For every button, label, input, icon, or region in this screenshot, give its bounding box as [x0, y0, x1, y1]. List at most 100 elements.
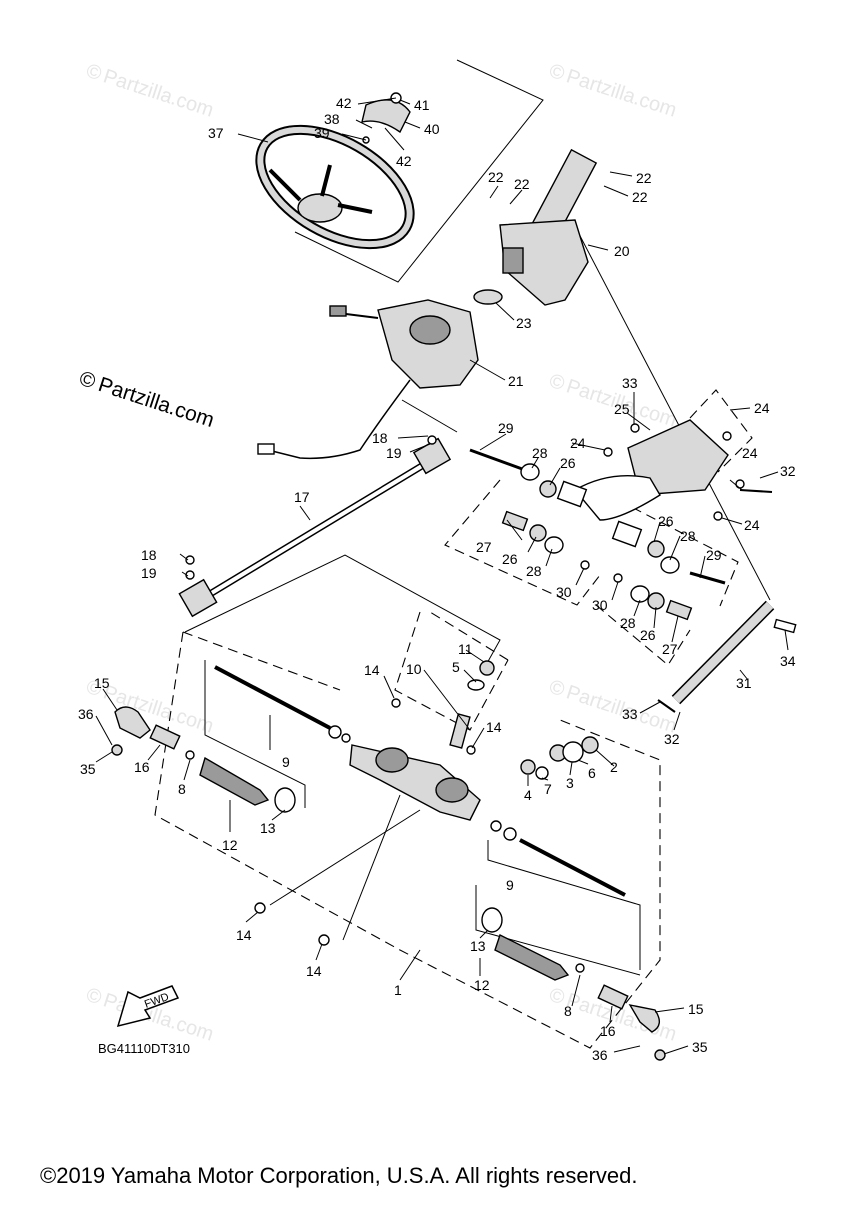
- callout-33: 33: [622, 706, 638, 722]
- diagram-code: BG41110DT310: [98, 1041, 190, 1056]
- callout-42: 42: [396, 153, 412, 169]
- steering-damper: [657, 600, 797, 713]
- callout-42: 42: [336, 95, 352, 111]
- callout-13: 13: [470, 938, 486, 954]
- eps-unit: [257, 289, 503, 460]
- callout-22: 22: [488, 169, 504, 185]
- callout-12: 12: [222, 837, 238, 853]
- callout-3: 3: [566, 775, 574, 791]
- pedal-bracket-dashed-outline: [689, 389, 753, 473]
- watermark-symbol: ©: [546, 370, 567, 396]
- watermark-symbol: ©: [546, 984, 567, 1010]
- callout-18: 18: [372, 430, 388, 446]
- callout-1: 1: [394, 982, 402, 998]
- callout-5: 5: [452, 659, 460, 675]
- horn-cover: [361, 92, 411, 144]
- callout-24: 24: [744, 517, 760, 533]
- rack-solid-frame: [184, 554, 501, 666]
- callout-36: 36: [592, 1047, 608, 1063]
- bushing-group-right-dashed: [617, 499, 739, 607]
- callout-9: 9: [506, 877, 514, 893]
- callout-24: 24: [742, 445, 758, 461]
- callout-19: 19: [386, 445, 402, 461]
- callout-20: 20: [614, 243, 630, 259]
- callout-4: 4: [524, 787, 532, 803]
- tie-rod-ends: [111, 706, 666, 1061]
- boots: [199, 756, 570, 981]
- callout-10: 10: [406, 661, 422, 677]
- callout-30: 30: [556, 584, 572, 600]
- callout-34: 34: [780, 653, 796, 669]
- callout-15: 15: [688, 1001, 704, 1017]
- callout-39: 39: [314, 125, 330, 141]
- rack-bolts: [254, 902, 330, 946]
- callout-14: 14: [236, 927, 252, 943]
- callout-23: 23: [516, 315, 532, 331]
- callout-26: 26: [658, 513, 674, 529]
- callout-14: 14: [486, 719, 502, 735]
- callout-8: 8: [178, 781, 186, 797]
- watermark-text: Partzilla.com: [95, 373, 216, 432]
- callout-26: 26: [640, 627, 656, 643]
- steering-column-upper: [499, 148, 598, 306]
- callout-11: 11: [458, 641, 473, 657]
- callout-15: 15: [94, 675, 110, 691]
- right-tie-rod-group-outline: [487, 840, 641, 970]
- pedal-bracket: [556, 419, 729, 548]
- rack-assembly-dashed-outline: [154, 631, 661, 1049]
- intermediate-shaft: [178, 437, 452, 618]
- steering-wheel: [255, 124, 415, 250]
- callout-28: 28: [620, 615, 636, 631]
- copyright-notice: ©2019 Yamaha Motor Corporation, U.S.A. A…: [40, 1163, 637, 1188]
- callout-28: 28: [680, 528, 696, 544]
- callout-32: 32: [780, 463, 796, 479]
- rack-mount-leader-a: [342, 794, 401, 941]
- callout-27: 27: [476, 539, 492, 555]
- callout-31: 31: [736, 675, 752, 691]
- bushing-group-lower-dashed: [595, 604, 691, 666]
- right-boot-group-outline: [475, 885, 641, 976]
- callout-9: 9: [282, 754, 290, 770]
- wheel-hub: [297, 193, 343, 223]
- bushings-washers: [185, 423, 773, 621]
- callout-30: 30: [592, 597, 608, 613]
- callout-28: 28: [526, 563, 542, 579]
- watermarks: ©Partzilla.com ©Partzilla.com ©Partzilla…: [83, 60, 679, 1046]
- fwd-arrow-icon: FWD: [116, 985, 180, 1028]
- callout-12: 12: [474, 977, 490, 993]
- callout-35: 35: [80, 761, 96, 777]
- callouts: 42 41 38 40 39 37 42 22 22 22 22 20 23 2…: [78, 95, 796, 1063]
- watermark-text: Partzilla.com: [101, 65, 217, 121]
- callout-25: 25: [614, 401, 630, 417]
- callout-19: 19: [141, 565, 157, 581]
- watermark-symbol: ©: [83, 676, 104, 702]
- eps-wire-harness: [267, 379, 411, 460]
- callout-13: 13: [260, 820, 276, 836]
- callout-16: 16: [134, 759, 150, 775]
- callout-18: 18: [141, 547, 157, 563]
- callout-14: 14: [306, 963, 322, 979]
- callout-37: 37: [208, 125, 224, 141]
- callout-16: 16: [600, 1023, 616, 1039]
- tie-rods: [214, 665, 626, 897]
- callout-28: 28: [532, 445, 548, 461]
- left-boot-group-outline: [204, 660, 306, 808]
- watermark-symbol: ©: [546, 60, 567, 86]
- part-23-seal: [473, 289, 503, 305]
- column-group-outline: [401, 399, 458, 433]
- callout-6: 6: [588, 765, 596, 781]
- watermark-symbol: ©: [83, 984, 104, 1010]
- rack-mount-leader-b: [269, 809, 421, 906]
- callout-17: 17: [294, 489, 310, 505]
- callout-26: 26: [502, 551, 518, 567]
- callout-36: 36: [78, 706, 94, 722]
- callout-29: 29: [706, 547, 722, 563]
- callout-21: 21: [508, 373, 524, 389]
- callout-29: 29: [498, 420, 514, 436]
- callout-32: 32: [664, 731, 680, 747]
- pinion-subgroup-dashed: [394, 611, 509, 731]
- callout-33: 33: [622, 375, 638, 391]
- watermark-symbol: ©: [83, 60, 104, 86]
- callout-2: 2: [610, 759, 618, 775]
